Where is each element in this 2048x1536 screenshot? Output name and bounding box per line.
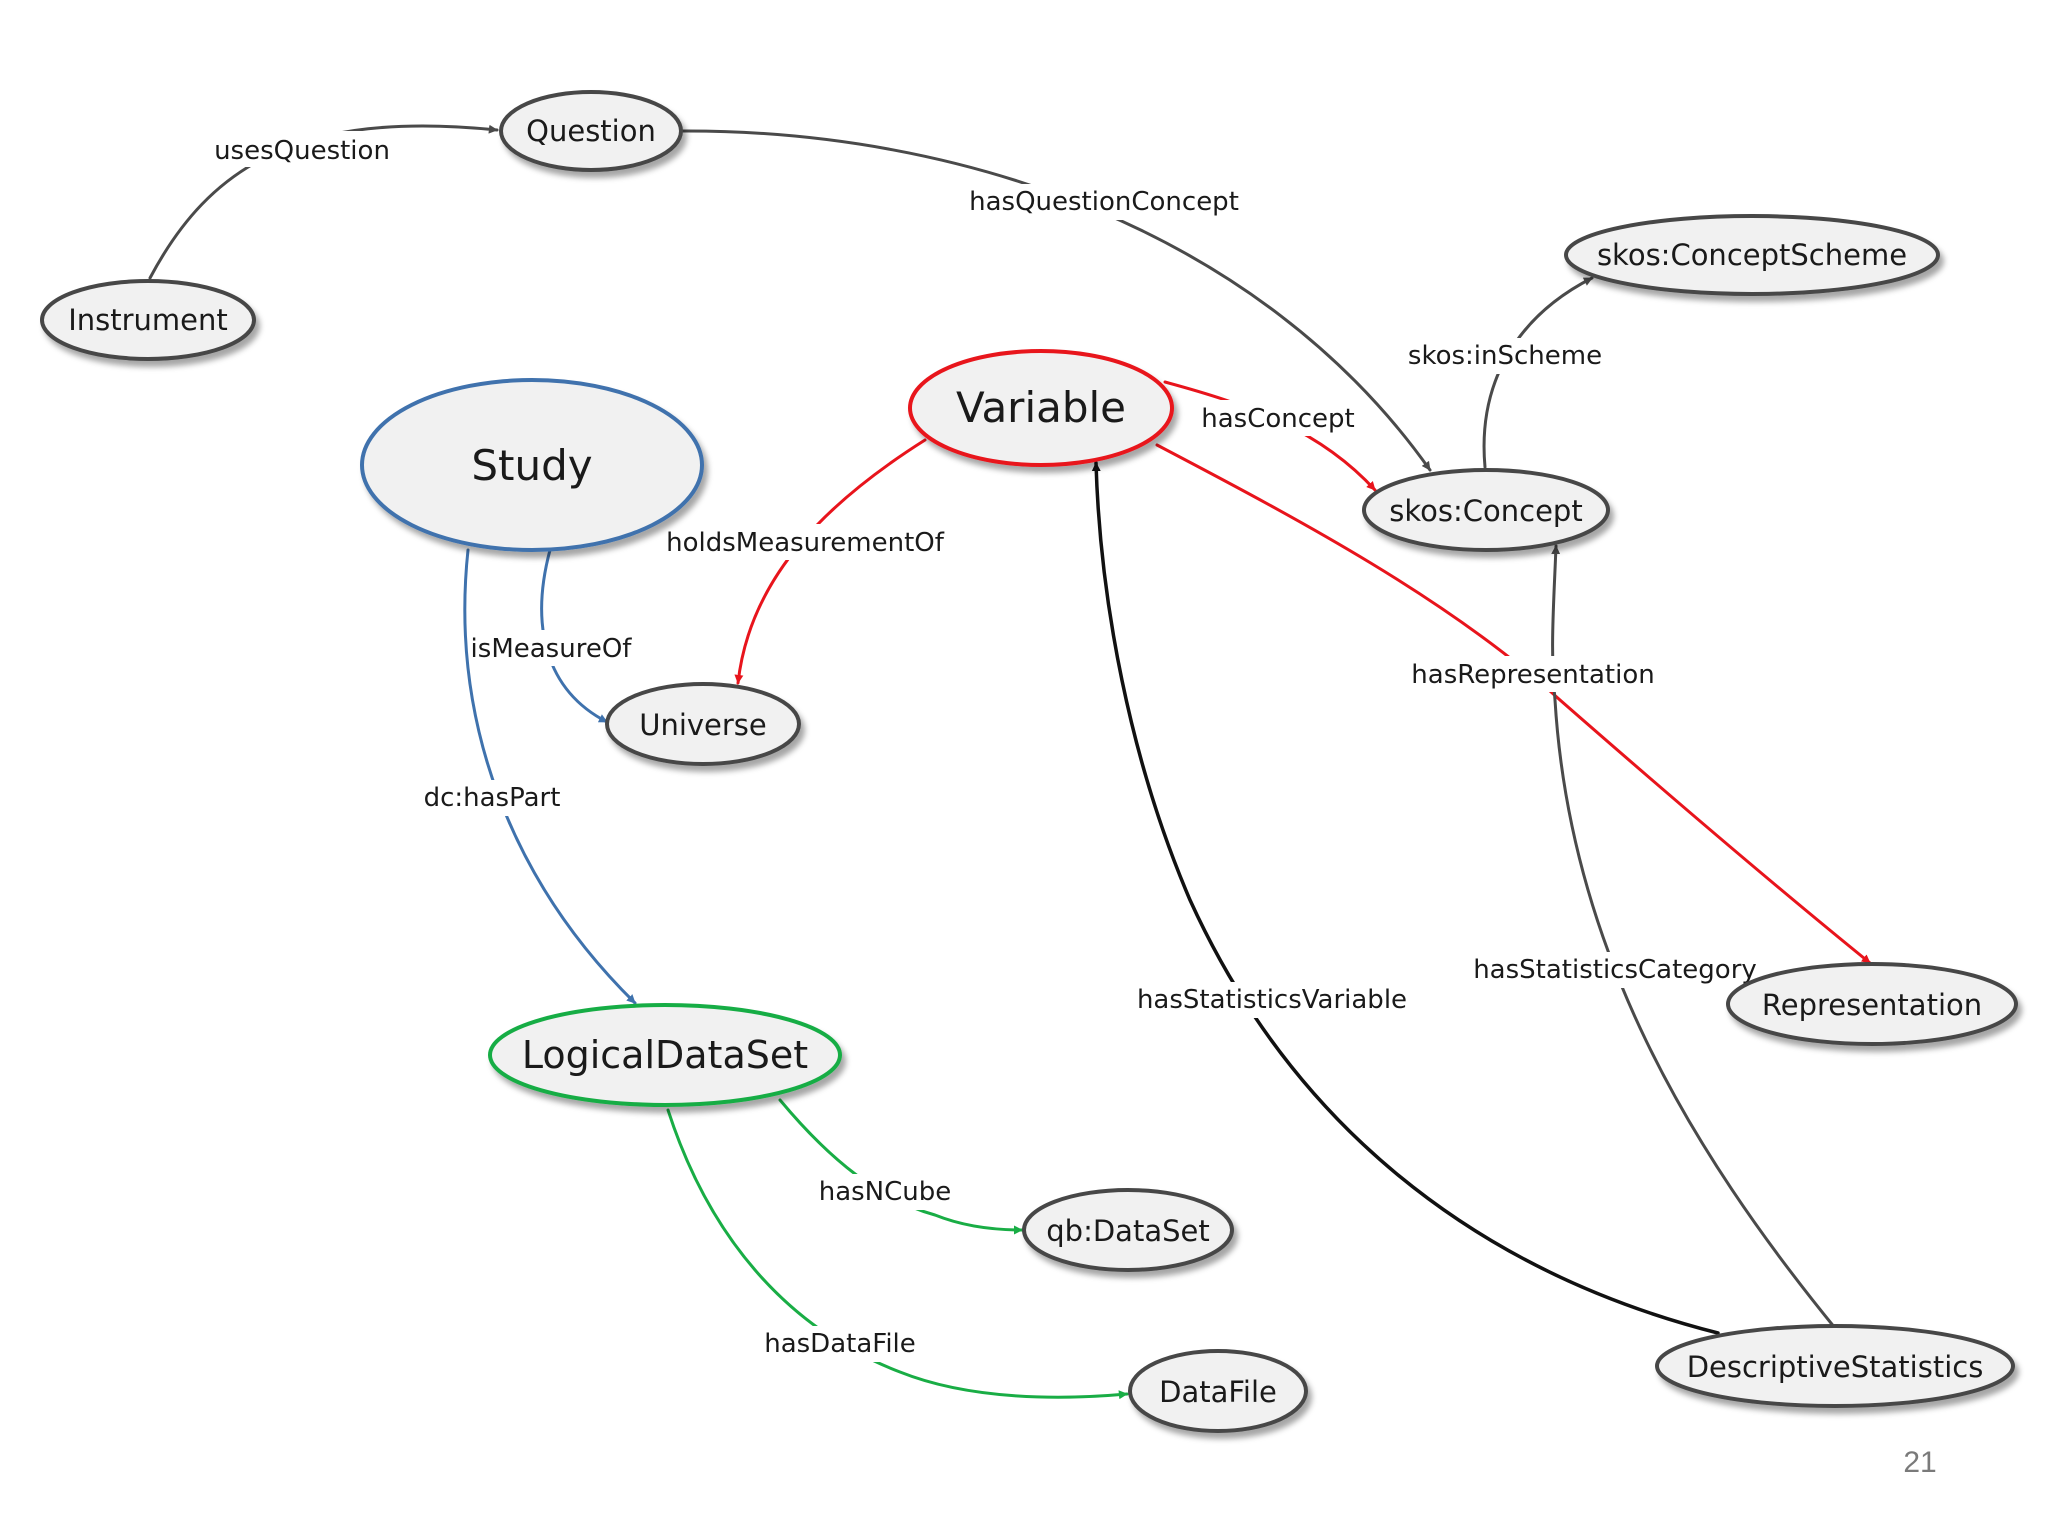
label-has-statistics-variable: hasStatisticsVariable — [1137, 985, 1407, 1015]
edges — [148, 124, 1872, 1400]
node-instrument: Instrument — [40, 279, 256, 361]
edge-has-data-file — [666, 1108, 1129, 1400]
edge-has-statistics-variable — [1091, 461, 1720, 1335]
label-holds-measurement-of: holdsMeasurementOf — [666, 528, 945, 558]
edge-labels: usesQuestion hasQuestionConcept skos:inS… — [210, 131, 1757, 1362]
edge-has-n-cube — [778, 1098, 1024, 1235]
node-descriptive-statistics-label: DescriptiveStatistics — [1687, 1350, 1984, 1384]
node-skos-concept-scheme: skos:ConceptScheme — [1564, 214, 1940, 296]
label-has-n-cube: hasNCube — [819, 1177, 952, 1207]
node-variable-label: Variable — [956, 383, 1126, 432]
label-has-data-file: hasDataFile — [764, 1329, 916, 1359]
node-logical-data-set-label: LogicalDataSet — [522, 1033, 808, 1077]
node-study: Study — [360, 378, 704, 552]
node-study-label: Study — [471, 441, 592, 490]
label-has-question-concept: hasQuestionConcept — [969, 187, 1239, 217]
edge-has-statistics-category — [1551, 544, 1837, 1330]
node-descriptive-statistics: DescriptiveStatistics — [1655, 1324, 2015, 1408]
node-skos-concept-scheme-label: skos:ConceptScheme — [1597, 238, 1907, 272]
node-question-label: Question — [526, 114, 656, 148]
node-data-file: DataFile — [1128, 1349, 1308, 1433]
node-instrument-label: Instrument — [68, 303, 228, 337]
node-skos-concept-label: skos:Concept — [1389, 494, 1582, 528]
label-dc-has-part: dc:hasPart — [424, 783, 561, 813]
edge-has-representation — [1155, 443, 1872, 965]
nodes: Question Instrument skos:ConceptScheme V… — [40, 90, 2018, 1433]
slide-number: 21 — [1903, 1446, 1937, 1479]
label-uses-question: usesQuestion — [214, 136, 390, 166]
node-universe: Universe — [605, 682, 801, 766]
edge-dc-has-part — [463, 548, 637, 1005]
node-data-file-label: DataFile — [1159, 1375, 1277, 1409]
label-has-statistics-category: hasStatisticsCategory — [1473, 955, 1757, 985]
node-universe-label: Universe — [639, 708, 767, 742]
node-representation-label: Representation — [1762, 988, 1982, 1022]
node-qb-data-set: qb:DataSet — [1022, 1188, 1234, 1272]
node-logical-data-set: LogicalDataSet — [488, 1003, 842, 1107]
edge-holds-measurement-of — [734, 438, 927, 685]
label-has-concept: hasConcept — [1201, 404, 1355, 434]
label-is-measure-of: isMeasureOf — [471, 634, 633, 664]
label-has-representation: hasRepresentation — [1411, 660, 1654, 690]
node-skos-concept: skos:Concept — [1362, 468, 1610, 552]
label-skos-in-scheme: skos:inScheme — [1408, 341, 1602, 371]
node-variable: Variable — [908, 349, 1174, 467]
node-qb-data-set-label: qb:DataSet — [1046, 1214, 1209, 1248]
node-representation: Representation — [1726, 962, 2018, 1046]
node-question: Question — [499, 90, 683, 172]
